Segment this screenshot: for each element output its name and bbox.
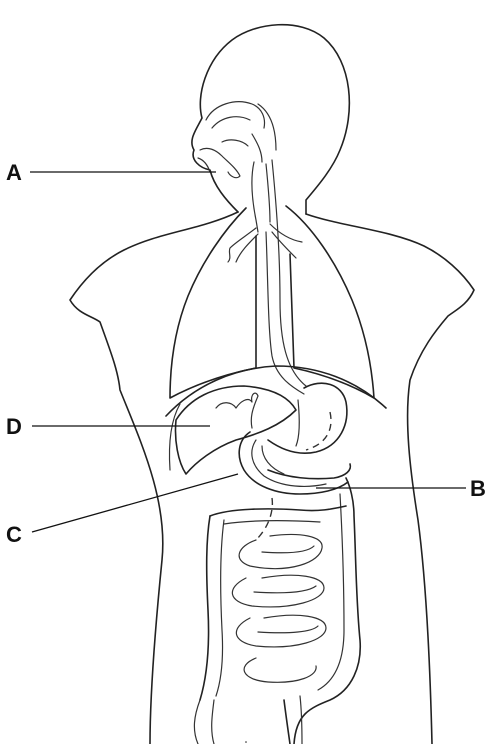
pancreas: [268, 464, 350, 479]
oesophagus: [272, 160, 306, 386]
label-c-leader: [32, 474, 238, 532]
label-d: D: [6, 414, 22, 439]
right-lung: [286, 206, 374, 398]
diaphragm: [166, 366, 386, 416]
lungs: [170, 206, 374, 398]
oral-cavity: [198, 102, 276, 178]
label-a: A: [6, 160, 22, 185]
label-b: B: [470, 476, 486, 501]
body-outline: [70, 25, 474, 744]
left-lung: [170, 208, 256, 398]
gall-bladder: [216, 393, 258, 428]
stomach: [268, 383, 347, 453]
small-intestine: [232, 498, 326, 682]
left-torso-outline: [70, 212, 238, 744]
liver: [175, 386, 296, 474]
large-intestine: [194, 478, 360, 744]
label-c: C: [6, 522, 22, 547]
